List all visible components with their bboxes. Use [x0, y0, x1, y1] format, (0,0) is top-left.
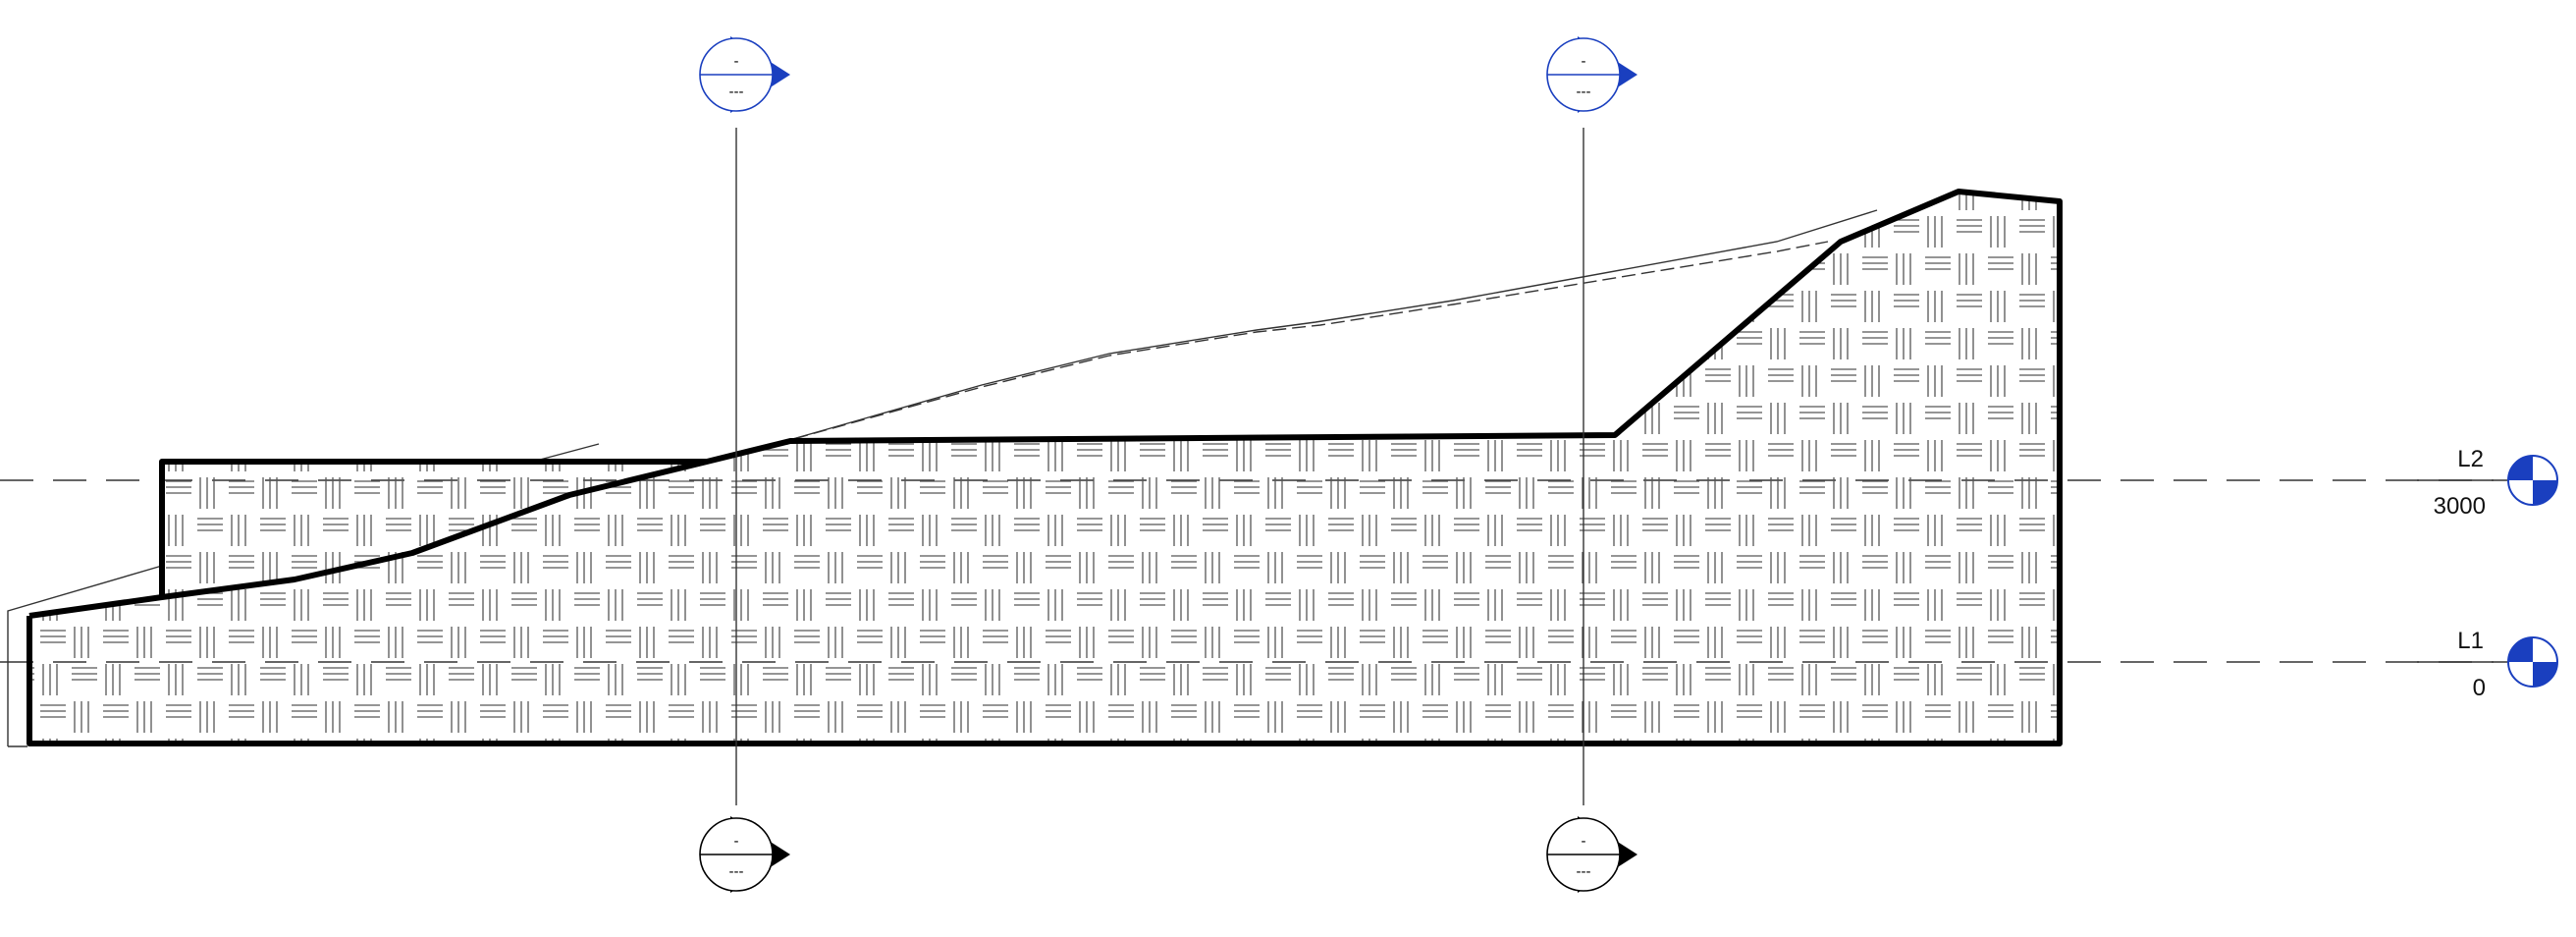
level-head-l1[interactable]: L1 0 [2417, 628, 2558, 701]
level-name: L2 [2457, 446, 2484, 472]
level-datum-icon [2507, 455, 2558, 506]
section-marker-bottom-2[interactable]: ---- [1546, 816, 1637, 893]
topography-lines [7, 209, 1878, 747]
cut-outline[interactable] [27, 189, 2063, 746]
section-number: - [1582, 833, 1586, 850]
section-number: - [734, 833, 739, 850]
section-number: - [734, 53, 739, 70]
sheet-number: --- [1577, 83, 1591, 100]
sheet-number: --- [1577, 863, 1591, 880]
level-name: L1 [2457, 628, 2484, 654]
sheet-number: --- [729, 83, 744, 100]
sheet-number: --- [729, 863, 744, 880]
level-head-l2[interactable]: L2 3000 [2417, 446, 2558, 520]
level-datum-icon [2507, 636, 2558, 688]
section-marker-top-1[interactable]: ---- [699, 36, 790, 113]
level-elevation: 0 [2473, 675, 2486, 701]
section-number: - [1582, 53, 1586, 70]
section-marker-bottom-1[interactable]: ---- [699, 816, 790, 893]
section-marker-top-2[interactable]: ---- [1546, 36, 1637, 113]
section-body[interactable] [29, 192, 2060, 744]
level-elevation: 3000 [2434, 493, 2486, 520]
